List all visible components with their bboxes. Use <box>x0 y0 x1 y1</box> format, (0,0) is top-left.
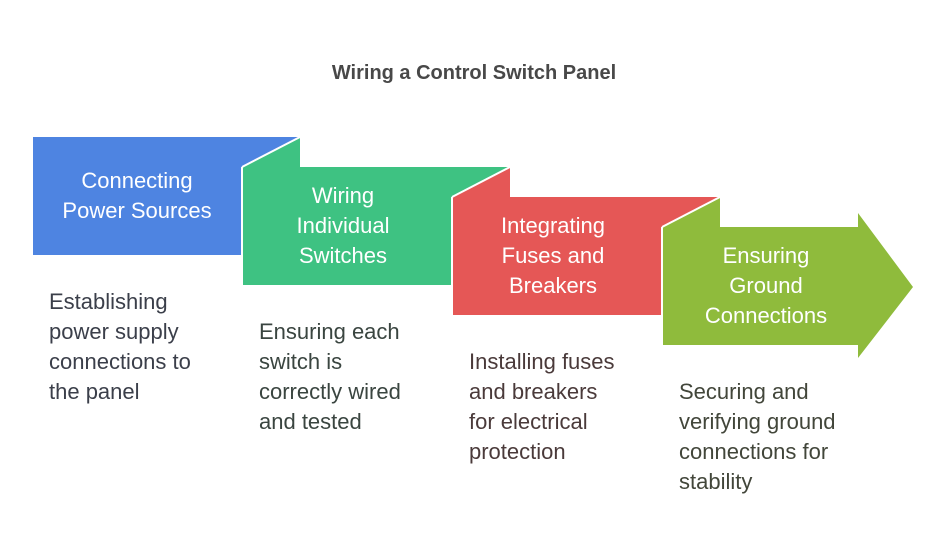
step-4-arrow <box>662 213 913 358</box>
diagram-title: Wiring a Control Switch Panel <box>331 62 617 84</box>
fold-line-1 <box>241 136 301 168</box>
fold-line-2 <box>451 166 511 198</box>
fold-line-3 <box>661 196 721 228</box>
